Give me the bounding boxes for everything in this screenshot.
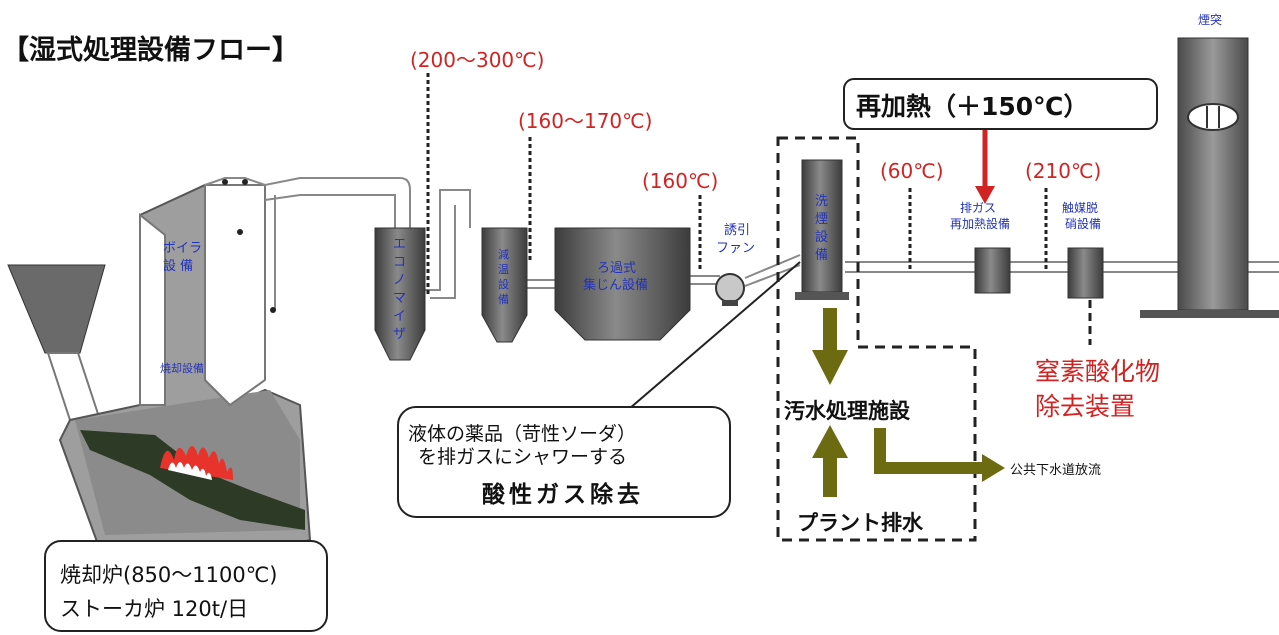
scrubber-char-3: 設 <box>815 229 828 245</box>
chemical-line-2: を排ガスにシャワーする <box>418 446 627 468</box>
up-arrow-icon <box>812 425 848 458</box>
induced-fan: 誘引 ファン <box>715 223 755 306</box>
temp-scrubber-out: (60℃) <box>880 159 944 183</box>
reheater-label-2: 再加熱設備 <box>950 216 1010 231</box>
hopper <box>7 264 106 354</box>
economizer-char-2: コ <box>393 255 406 270</box>
economizer-char-5: イ <box>393 309 406 324</box>
cooling-char-1: 減 <box>498 247 509 261</box>
flue-duct <box>204 177 1279 310</box>
fan-label-2: ファン <box>716 241 755 256</box>
chimney: 煙突 <box>1140 12 1279 318</box>
temp-economizer: (200〜300℃) <box>410 48 544 72</box>
fan-label-1: 誘引 <box>724 223 750 238</box>
temp-filter-out: (160℃) <box>642 169 718 193</box>
reheater-label-1: 排ガス <box>960 201 996 215</box>
bag-filter-label-1: ろ過式 <box>597 261 636 276</box>
public-sewer-discharge: 公共下水道放流 <box>1010 463 1101 478</box>
cooling-char-3: 設 <box>498 277 509 291</box>
nox-removal-line-2: 除去装置 <box>1035 392 1135 421</box>
chemical-line-3: 酸性ガス除去 <box>482 481 644 508</box>
cooling-tower: 減 温 設 備 <box>481 227 528 343</box>
economizer: エ コ ノ マ イ ザ <box>374 227 426 361</box>
boiler-label-1: ボイラ <box>163 241 202 256</box>
temp-cooling: (160〜170℃) <box>518 109 652 133</box>
cooling-char-4: 備 <box>498 293 509 306</box>
stoker-grate <box>80 430 305 530</box>
chemical-callout: 液体の薬品（苛性ソーダ） を排ガスにシャワーする 酸性ガス除去 <box>397 406 731 518</box>
scrubber-char-2: 煙 <box>815 212 828 227</box>
scrubber-char-1: 洗 <box>815 194 828 209</box>
boiler-wall <box>139 212 166 406</box>
bag-filter: ろ過式 集じん設備 <box>554 227 691 341</box>
economizer-char-6: ザ <box>393 327 406 342</box>
temperature-labels: (200〜300℃) (160〜170℃) (160℃) (60℃) (210℃… <box>410 48 1101 193</box>
temp-reheat-out: (210℃) <box>1025 159 1101 183</box>
diagram-title: 【湿式処理設備フロー】 <box>2 34 299 66</box>
scrubber: 洗 煙 設 備 <box>795 159 849 300</box>
chemical-line-1: 液体の薬品（苛性ソーダ） <box>408 423 636 445</box>
economizer-char-4: マ <box>393 291 406 306</box>
wastewater-facility: 汚水処理施設 <box>784 399 911 423</box>
boiler-label-2: 設 備 <box>163 258 193 274</box>
reheat-callout: 再加熱（＋150℃） <box>843 78 1158 204</box>
down-arrow-icon <box>812 350 848 385</box>
boiler-pass <box>204 184 266 407</box>
denitration-label-1: 触媒脱 <box>1062 200 1098 215</box>
chimney-label: 煙突 <box>1198 12 1222 27</box>
incinerator: ボイラ 設 備 焼却設備 <box>7 183 312 552</box>
discharge-arrow-icon <box>982 454 1005 482</box>
furnace-callout: 焼却炉(850〜1100℃) ストーカ炉 120t/日 <box>44 540 328 632</box>
cooling-char-2: 温 <box>498 263 509 276</box>
denitration: 触媒脱 硝設備 <box>1062 200 1104 345</box>
plant-drain: プラント排水 <box>797 511 924 535</box>
reheat-callout-text: 再加熱（＋150℃） <box>856 92 1088 121</box>
economizer-char-1: エ <box>393 237 406 252</box>
boiler-drums <box>222 179 276 313</box>
scrubber-char-4: 備 <box>815 247 828 263</box>
incinerator-equipment-label: 焼却設備 <box>160 361 204 375</box>
furnace-line-2: ストーカ炉 120t/日 <box>60 597 248 621</box>
wastewater-arrows <box>812 308 1005 497</box>
furnace-line-1: 焼却炉(850〜1100℃) <box>60 563 278 587</box>
bag-filter-label-2: 集じん設備 <box>583 277 648 293</box>
nox-removal-line-1: 窒素酸化物 <box>1035 357 1160 386</box>
flame-icon <box>160 446 233 480</box>
feed-chute <box>46 352 102 421</box>
nox-removal: 窒素酸化物 除去装置 <box>1035 357 1160 421</box>
denitration-label-2: 硝設備 <box>1065 216 1101 231</box>
chemical-leader <box>621 261 801 416</box>
temperature-leaders <box>426 73 1048 296</box>
reheater: 排ガス 再加熱設備 <box>950 201 1011 294</box>
reheat-arrow-icon <box>975 186 995 204</box>
economizer-char-3: ノ <box>393 273 406 288</box>
